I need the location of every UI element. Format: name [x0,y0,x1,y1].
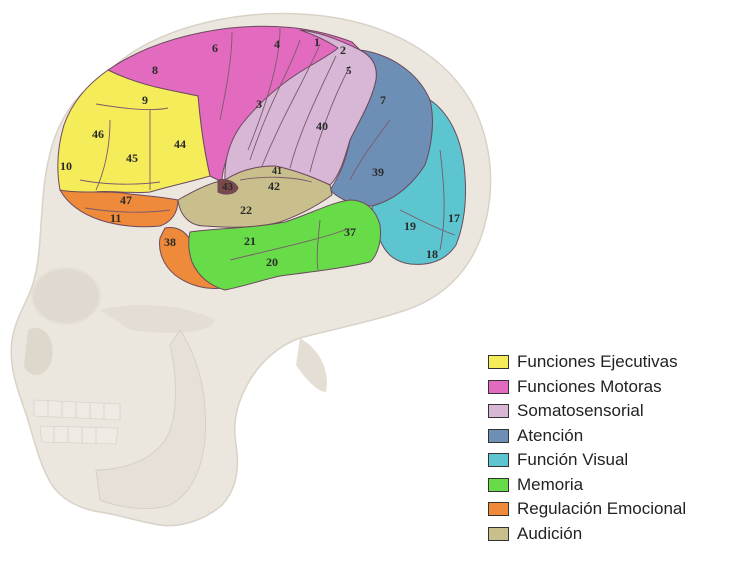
legend-label-auditory: Audición [517,524,582,544]
area-label-44: 44 [174,137,186,151]
area-label-7: 7 [380,93,386,107]
legend-item-emotional: Regulación Emocional [488,497,737,522]
legend-item-executive: Funciones Ejecutivas [488,350,737,375]
area-label-37: 37 [344,225,356,239]
legend: Funciones Ejecutivas Funciones Motoras S… [488,350,737,546]
legend-label-attention: Atención [517,426,583,446]
area-label-9: 9 [142,93,148,107]
area-label-4: 4 [274,37,280,51]
legend-swatch-somatosensory [488,404,509,418]
area-label-19: 19 [404,219,416,233]
area-label-22: 22 [240,203,252,217]
legend-label-somatosensory: Somatosensorial [517,401,644,421]
legend-swatch-executive [488,355,509,369]
legend-item-memory: Memoria [488,473,737,498]
area-label-41: 41 [272,166,282,177]
legend-label-motor: Funciones Motoras [517,377,662,397]
area-label-45: 45 [126,151,138,165]
legend-swatch-motor [488,380,509,394]
area-label-38: 38 [164,235,176,249]
area-label-10: 10 [60,159,72,173]
legend-swatch-memory [488,478,509,492]
area-label-3: 3 [256,97,262,111]
legend-swatch-visual [488,453,509,467]
legend-swatch-attention [488,429,509,443]
legend-label-executive: Funciones Ejecutivas [517,352,678,372]
area-label-40: 40 [316,119,328,133]
area-label-6: 6 [212,41,218,55]
legend-label-emotional: Regulación Emocional [517,499,686,519]
legend-swatch-emotional [488,502,509,516]
area-label-5: 5 [346,65,352,77]
legend-item-auditory: Audición [488,522,737,547]
area-label-18: 18 [426,247,438,261]
area-label-46: 46 [92,127,104,141]
legend-label-memory: Memoria [517,475,583,495]
area-label-8: 8 [152,63,158,77]
area-label-43: 43 [222,181,234,193]
area-label-21: 21 [244,234,256,248]
legend-swatch-auditory [488,527,509,541]
legend-item-attention: Atención [488,424,737,449]
area-label-47: 47 [120,193,132,207]
legend-item-visual: Función Visual [488,448,737,473]
area-label-39: 39 [372,165,384,179]
area-label-20: 20 [266,255,278,269]
legend-item-somatosensory: Somatosensorial [488,399,737,424]
area-label-1: 1 [314,35,320,49]
legend-label-visual: Función Visual [517,450,628,470]
legend-item-motor: Funciones Motoras [488,375,737,400]
area-label-17: 17 [448,211,460,225]
area-label-2: 2 [340,43,346,57]
area-label-11: 11 [110,211,121,225]
area-label-42: 42 [268,179,280,193]
